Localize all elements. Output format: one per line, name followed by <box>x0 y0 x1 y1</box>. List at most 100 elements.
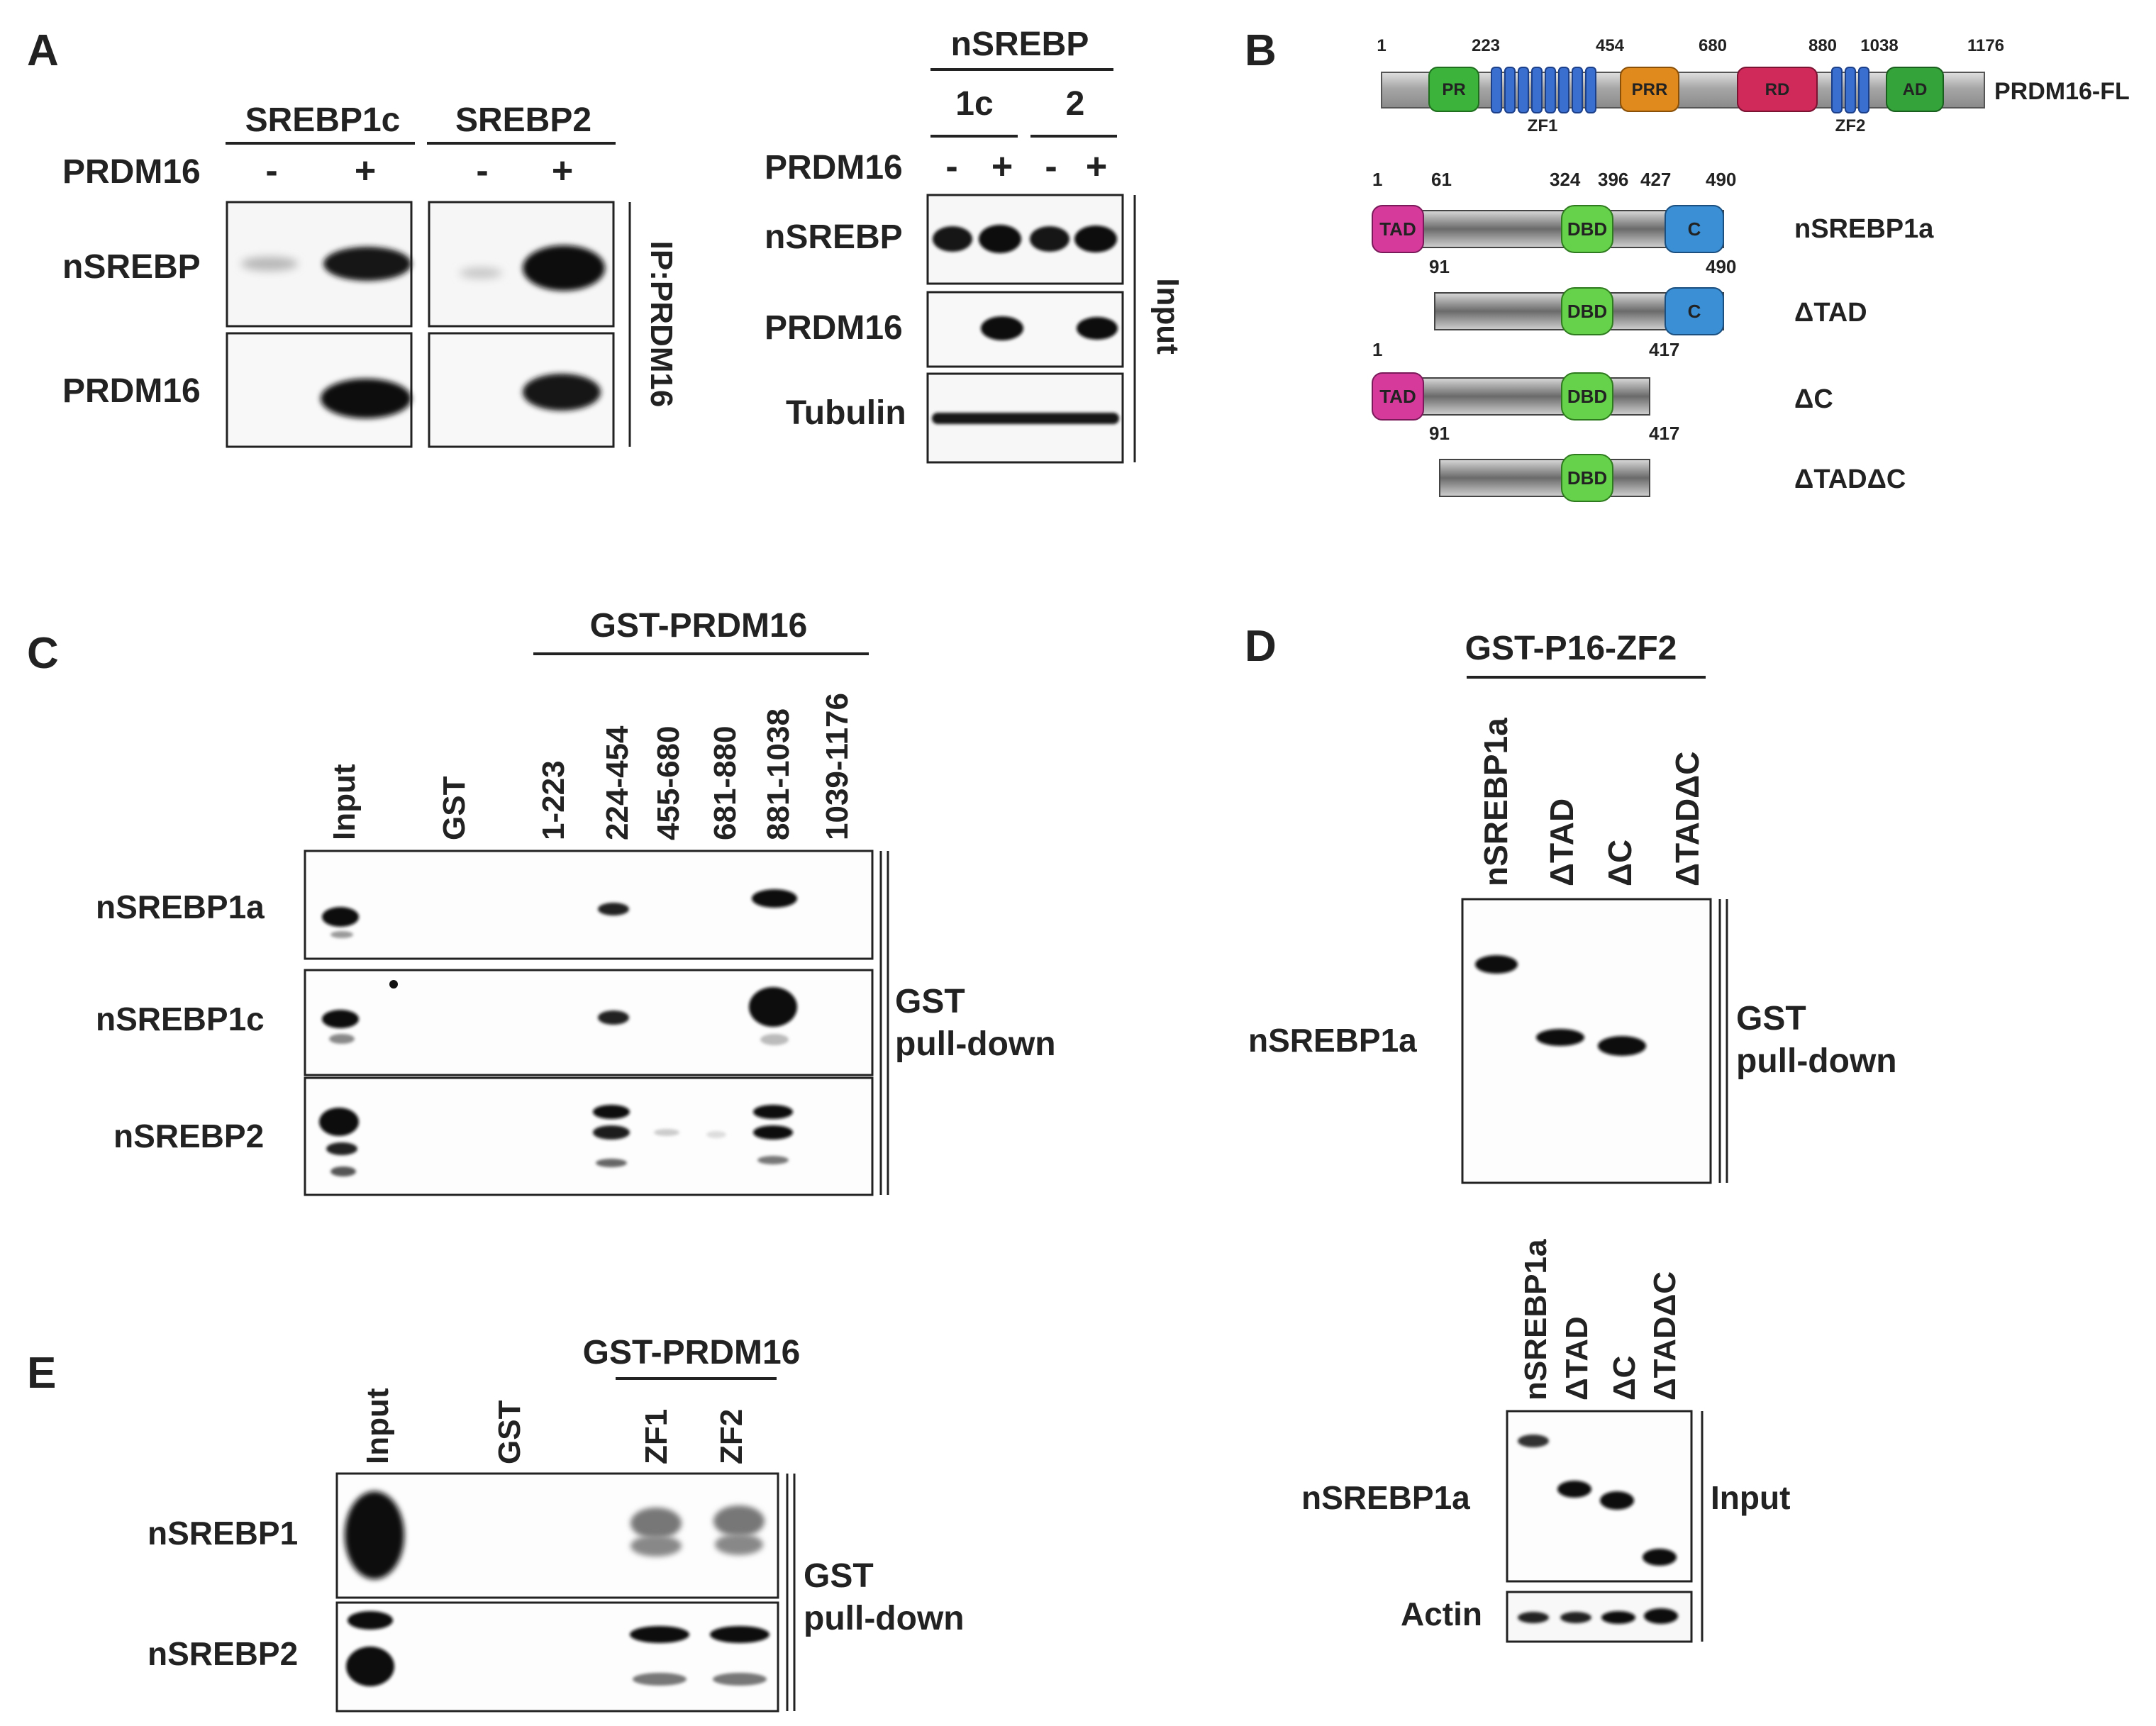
ip-bands <box>241 245 605 418</box>
domain-rd-label: RD <box>1765 80 1790 99</box>
band <box>1598 1036 1646 1056</box>
band <box>346 1647 394 1686</box>
c3-num-417: 417 <box>1649 339 1679 360</box>
domain-pr <box>1428 67 1479 112</box>
band <box>715 1534 763 1555</box>
band <box>596 1159 627 1167</box>
band <box>1518 1435 1549 1447</box>
c-lane-gst: GST <box>437 776 472 840</box>
ip-group-srebp1c: SREBP1c <box>245 101 401 139</box>
prdm16-pos-680: 680 <box>1699 36 1727 55</box>
c4-num-91: 91 <box>1429 423 1450 444</box>
panel-letter-e: E <box>27 1349 56 1398</box>
c4-bar <box>1439 459 1650 497</box>
band <box>1560 1612 1591 1623</box>
input-sign-3: - <box>1045 146 1057 187</box>
prdm16-pos-1038: 1038 <box>1860 36 1898 55</box>
prdm16-pos-223: 223 <box>1472 36 1500 55</box>
band <box>523 245 605 291</box>
input-row-prdm16: PRDM16 <box>765 309 903 347</box>
band <box>654 1129 679 1136</box>
c-row-nsrebp2: nSREBP2 <box>113 1118 264 1154</box>
input-sign-4: + <box>1086 146 1107 187</box>
band <box>981 316 1023 340</box>
c2-domain-dbd-label: DBD <box>1567 301 1607 322</box>
band <box>1557 1481 1591 1498</box>
c2-name: ΔTAD <box>1794 298 1867 328</box>
c-side-label-1: GST <box>895 983 965 1020</box>
ip-sign-1: - <box>265 150 277 191</box>
zinc-finger <box>1572 67 1583 113</box>
band <box>753 1125 793 1140</box>
band <box>753 1105 793 1119</box>
zinc-finger <box>1491 67 1502 113</box>
domain-ad <box>1886 67 1944 112</box>
domain-prr <box>1620 67 1679 112</box>
input-prdm16-label: PRDM16 <box>765 149 903 186</box>
band <box>1518 1612 1549 1623</box>
band <box>979 225 1021 253</box>
c-bands <box>319 889 797 1176</box>
panel-d: D GST-P16-ZF2 nSREBP1a ΔTAD ΔC ΔTADΔC nS… <box>1245 622 1897 1643</box>
prdm16-pos-454: 454 <box>1596 36 1625 55</box>
band <box>598 1010 629 1025</box>
d-input-lane-nsrebp1a: nSREBP1a <box>1518 1239 1553 1401</box>
band <box>752 889 797 908</box>
c4-name: ΔTADΔC <box>1794 464 1906 494</box>
zinc-finger <box>1531 67 1543 113</box>
c-lane-1-223: 1-223 <box>536 760 571 840</box>
ip-prdm16-label: PRDM16 <box>62 153 201 191</box>
c1-domain-c <box>1665 205 1724 253</box>
c3-name: ΔC <box>1794 384 1833 414</box>
band <box>593 1125 630 1140</box>
input-sign-1: - <box>945 146 957 187</box>
band <box>1643 1549 1677 1566</box>
c3-domain-dbd-label: DBD <box>1567 386 1607 407</box>
panel-letter-a: A <box>27 26 59 75</box>
band <box>749 987 797 1027</box>
c3-domain-tad-label: TAD <box>1379 386 1416 407</box>
prdm16-pos-880: 880 <box>1808 36 1837 55</box>
domain-ad-label: AD <box>1903 80 1928 99</box>
band <box>757 1156 789 1164</box>
band <box>633 1673 687 1686</box>
band <box>323 247 411 281</box>
input-group-1c: 1c <box>955 85 993 123</box>
c1-num-324: 324 <box>1550 169 1581 190</box>
c2-domain-c-label: C <box>1688 301 1701 322</box>
c1-domain-dbd <box>1561 205 1613 253</box>
c4-domain-dbd <box>1561 454 1613 502</box>
prdm16-fl-label: PRDM16-FL <box>1994 78 2130 105</box>
c1-domain-tad-label: TAD <box>1379 218 1416 240</box>
d-bands <box>1475 955 1646 1056</box>
e-lane-zf2: ZF2 <box>714 1409 749 1464</box>
c-lane-881-1038: 881-1038 <box>761 708 796 840</box>
e-row-nsrebp1: nSREBP1 <box>148 1515 298 1552</box>
band <box>330 931 353 938</box>
d-lane-dtad: ΔTAD <box>1543 798 1580 886</box>
band <box>523 374 601 411</box>
band <box>630 1535 682 1557</box>
panel-e: E GST-PRDM16 Input GST ZF1 ZF2 nSREBP1 n… <box>27 1334 965 1713</box>
d-header: GST-P16-ZF2 <box>1465 630 1677 667</box>
c2-domain-dbd <box>1561 287 1613 335</box>
c4-num-417: 417 <box>1649 423 1679 444</box>
band <box>760 1034 789 1045</box>
band <box>1030 226 1069 252</box>
zinc-finger <box>1518 67 1529 113</box>
d-side-label-1: GST <box>1736 1000 1806 1037</box>
d-side-label-2: pull-down <box>1736 1042 1897 1080</box>
d-input-lane-dc: ΔC <box>1607 1356 1642 1401</box>
c-lane-224-454: 224-454 <box>600 725 635 840</box>
band <box>1536 1029 1584 1046</box>
band <box>1074 226 1117 252</box>
band <box>630 1508 682 1539</box>
input-row-nsrebp: nSREBP <box>765 218 903 256</box>
band <box>706 1131 726 1138</box>
band <box>933 226 972 252</box>
d-input-bands <box>1518 1435 1678 1624</box>
c3-domain-tad <box>1372 372 1424 421</box>
c1-num-61: 61 <box>1431 169 1452 190</box>
band <box>1475 955 1518 974</box>
c1-num-427: 427 <box>1640 169 1671 190</box>
